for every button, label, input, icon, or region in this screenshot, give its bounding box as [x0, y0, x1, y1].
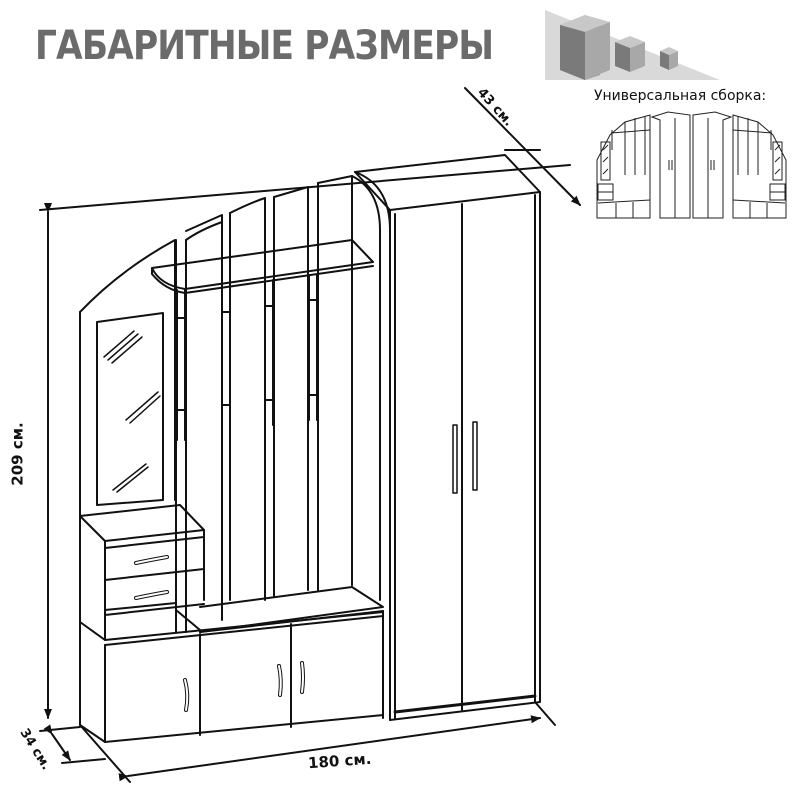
assembly-label: Универсальная сборка: [594, 88, 767, 104]
page-title: ГАБАРИТНЫЕ РАЗМЕРЫ [35, 23, 494, 69]
dimension-height-label: 209 см. [8, 422, 27, 486]
